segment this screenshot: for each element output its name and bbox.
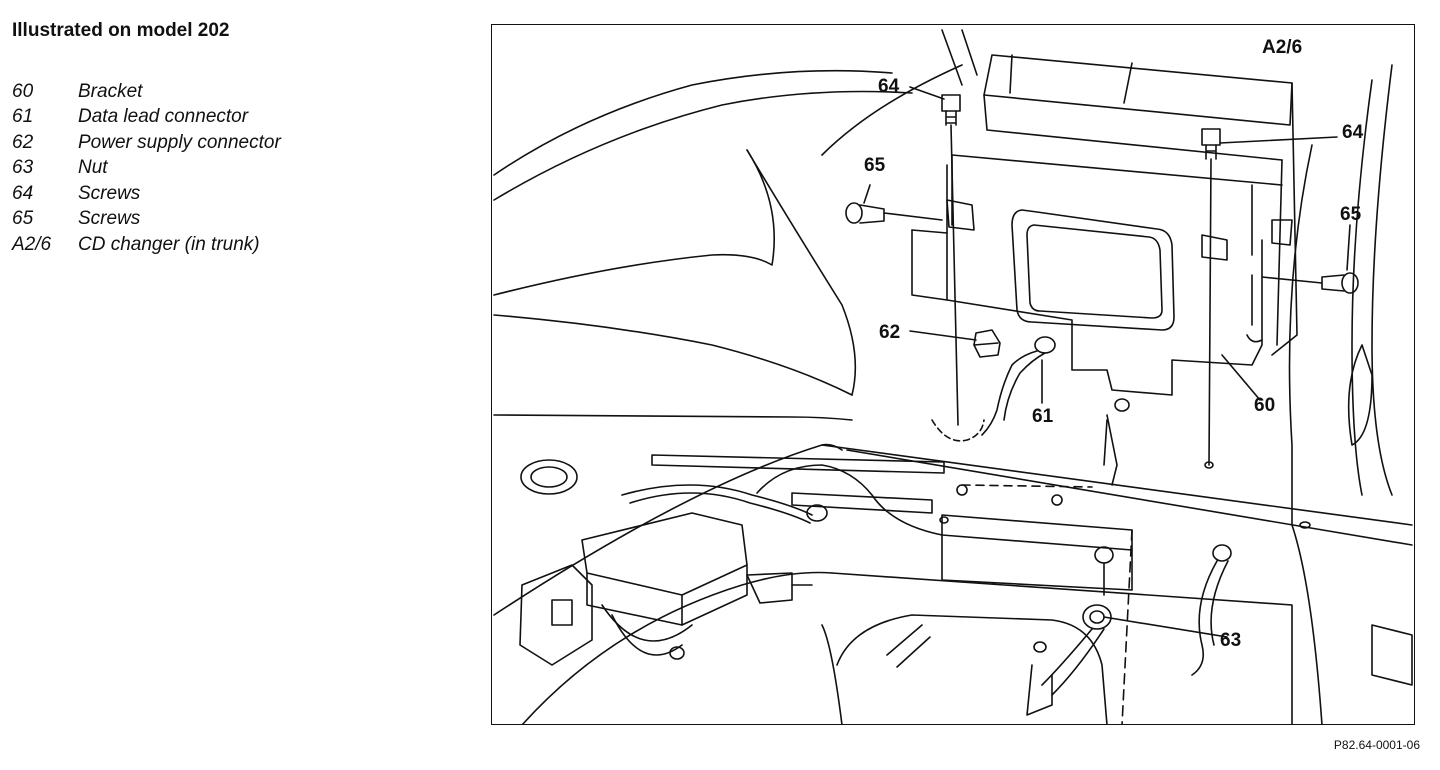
- legend-code: 64: [12, 182, 34, 204]
- legend-code: 61: [12, 106, 34, 128]
- callout-62: 62: [879, 322, 900, 343]
- legend-item: 64 Screws: [12, 181, 281, 207]
- legend-code: 65: [12, 208, 34, 230]
- callout-61: 61: [1032, 406, 1054, 427]
- screws-65-drawing: [845, 202, 1359, 294]
- legend-text: Nut: [78, 157, 108, 179]
- screws-64-drawing: [941, 94, 1221, 469]
- diagram-heading: Illustrated on model 202: [12, 20, 230, 41]
- parts-legend: 60 Bracket 61 Data lead connector 62 Pow…: [12, 79, 281, 258]
- cable-and-nut-63-drawing: [621, 464, 1232, 716]
- legend-code: 60: [12, 80, 34, 102]
- amplifier-module-drawing: [519, 512, 813, 666]
- legend-code: A2/6: [12, 233, 52, 255]
- callout-64-left: 64: [878, 76, 900, 97]
- callout-63: 63: [1220, 630, 1241, 651]
- legend-item: 61 Data lead connector: [12, 105, 281, 131]
- trunk-floor-drawing: [493, 398, 1413, 724]
- figure-reference: P82.64-0001-06: [1333, 738, 1420, 752]
- legend-item: 65 Screws: [12, 207, 281, 233]
- legend-item: 63 Nut: [12, 156, 281, 182]
- legend-text: Screws: [78, 182, 141, 204]
- callout-60: 60: [1254, 395, 1275, 416]
- legend-text: Data lead connector: [78, 106, 249, 128]
- callout-65-left: 65: [864, 155, 886, 176]
- trunk-illustration: A2/6 64 64 65 65 62 61 60 63: [493, 29, 1413, 724]
- callout-a2-6: A2/6: [1262, 37, 1302, 58]
- legend-code: 62: [12, 131, 34, 153]
- cd-changer-drawing: [911, 54, 1298, 396]
- callout-64-right: 64: [1342, 122, 1364, 143]
- legend-item: 62 Power supply connector: [12, 130, 281, 156]
- legend-text: Bracket: [78, 80, 143, 102]
- connectors-drawing: [931, 329, 1056, 442]
- leader-lines: [863, 86, 1351, 638]
- trunk-illustration-frame: A2/6 64 64 65 65 62 61 60 63: [491, 24, 1415, 725]
- legend-item: A2/6 CD changer (in trunk): [12, 232, 281, 258]
- callout-65-right: 65: [1340, 204, 1362, 225]
- legend-text: CD changer (in trunk): [78, 233, 260, 255]
- legend-item: 60 Bracket: [12, 79, 281, 105]
- legend-text: Power supply connector: [78, 131, 281, 153]
- legend-text: Screws: [78, 208, 141, 230]
- side-trim-drawing: [941, 29, 1413, 724]
- parcel-shelf-drawing: [493, 64, 963, 421]
- legend-code: 63: [12, 157, 34, 179]
